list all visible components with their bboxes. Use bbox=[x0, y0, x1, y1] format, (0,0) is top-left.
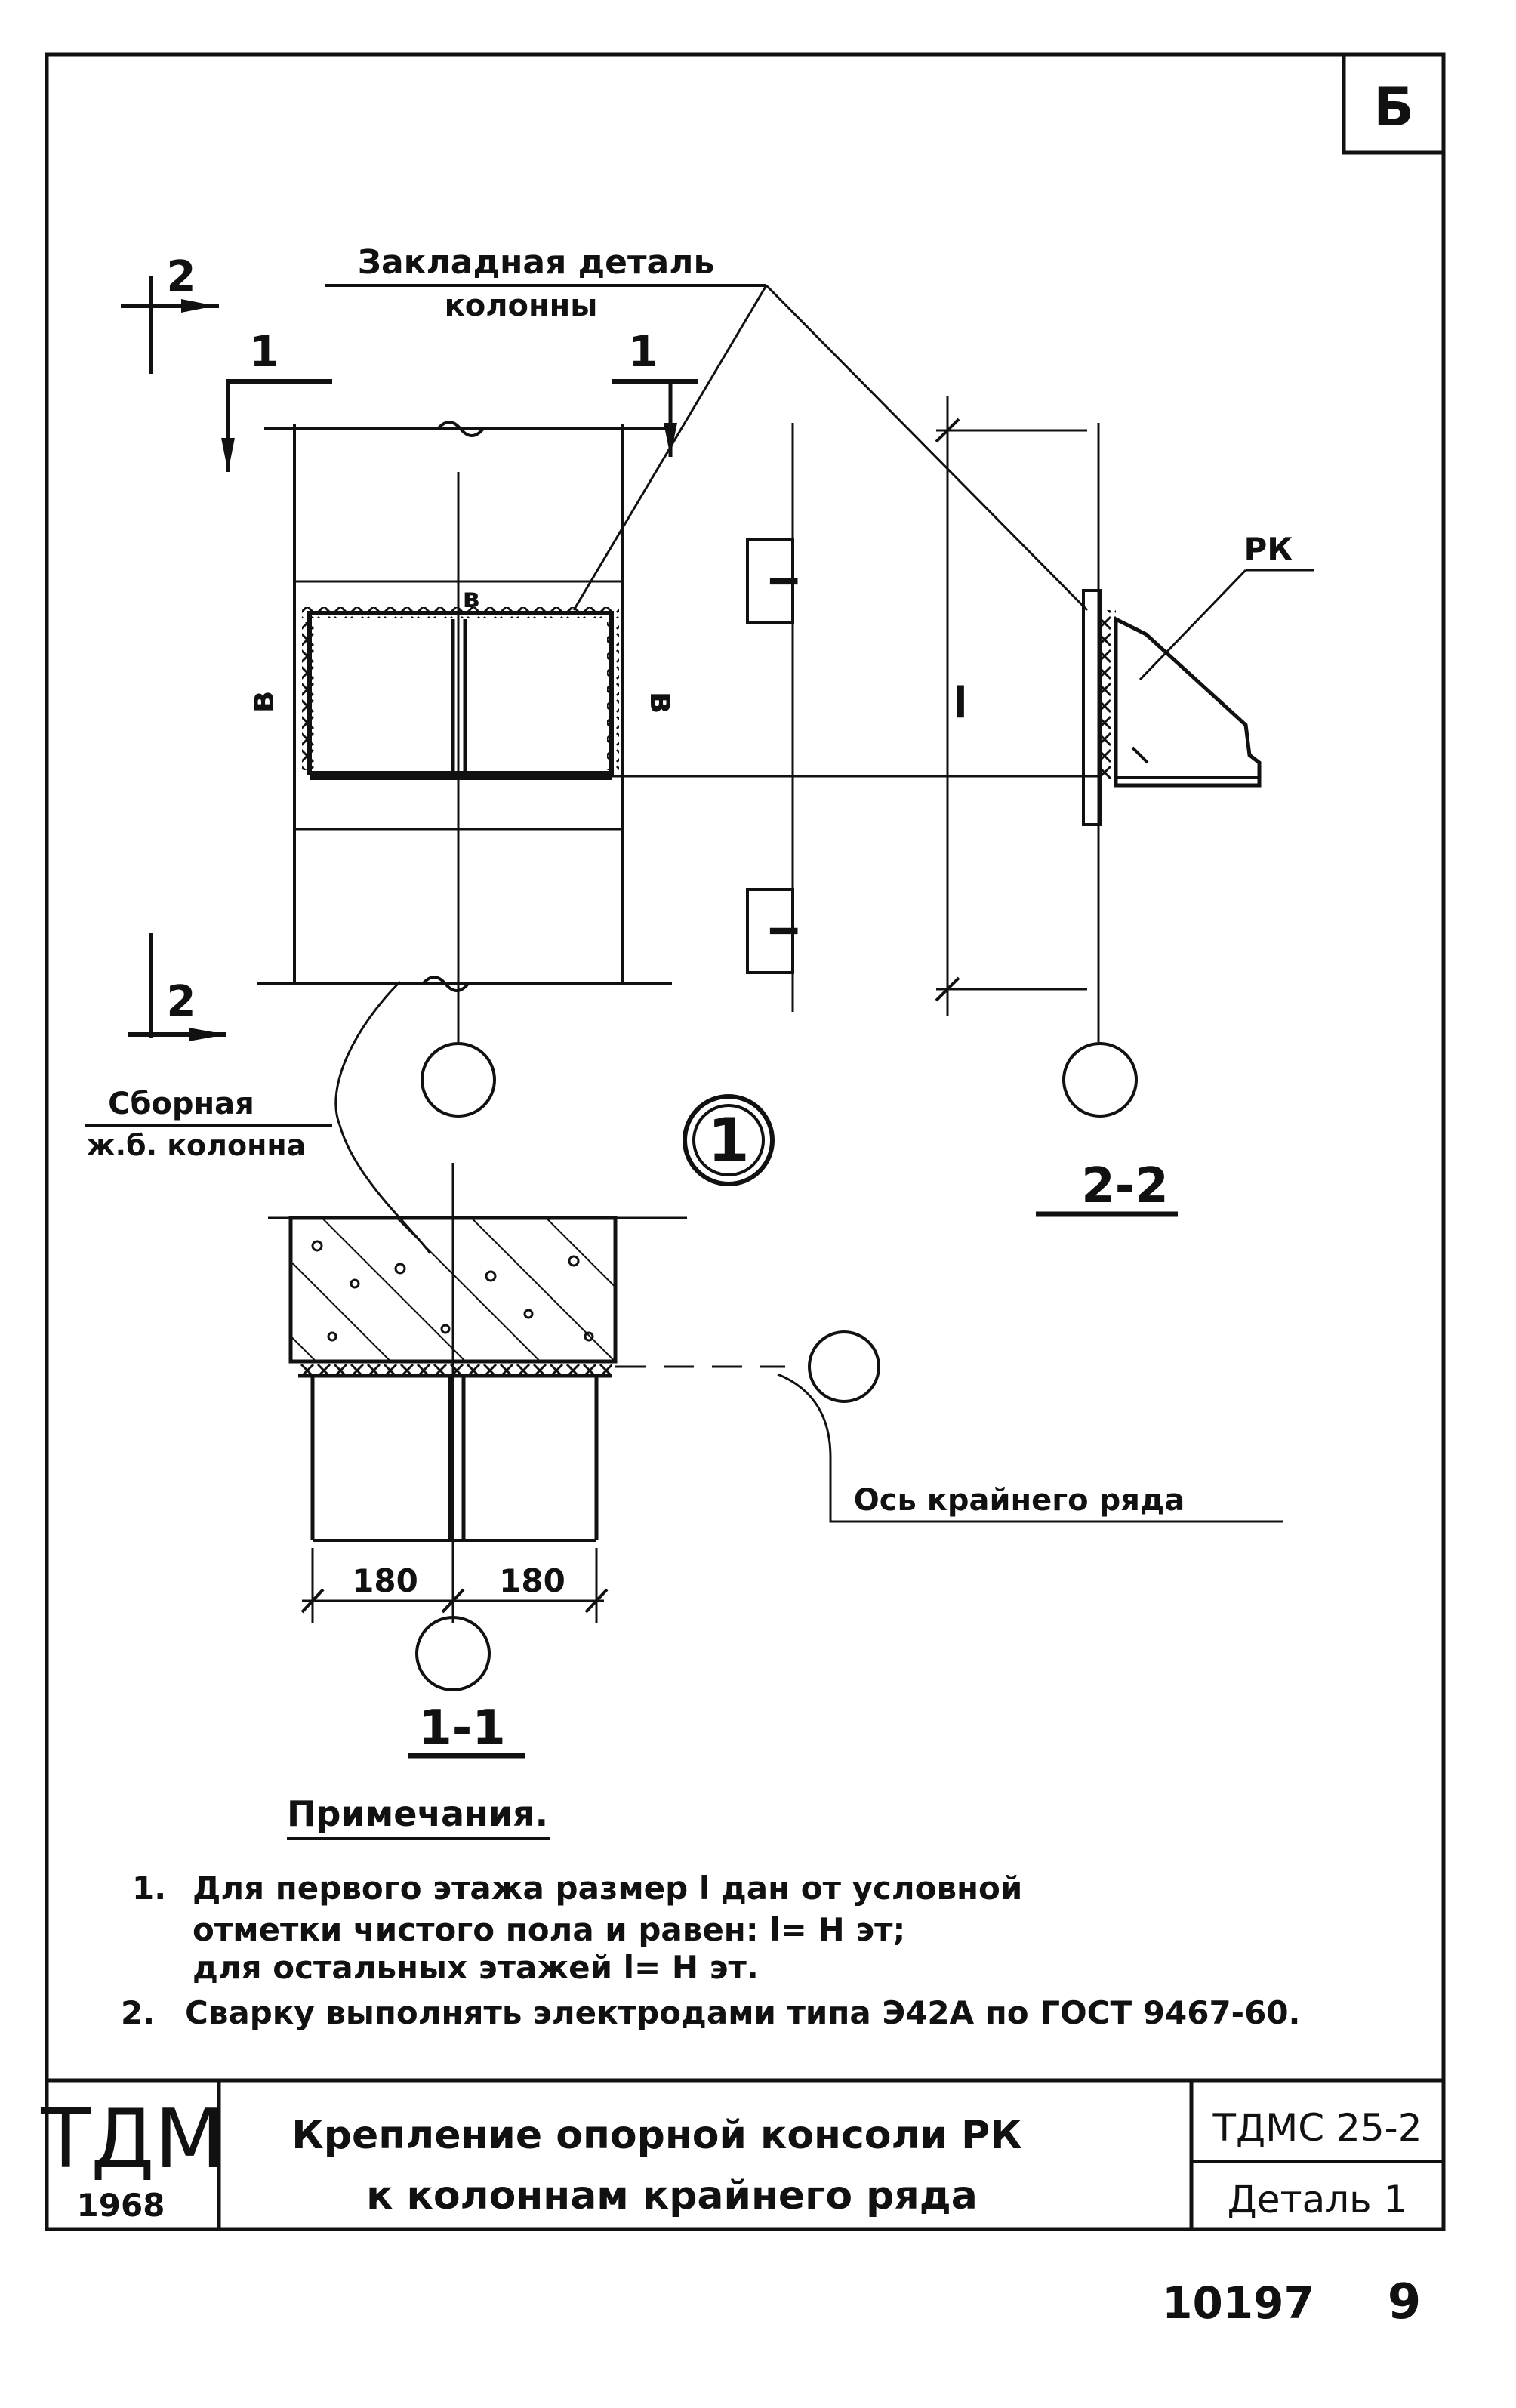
section-mark-1-left-label: 1 bbox=[250, 328, 279, 377]
dim-l-label: l bbox=[953, 679, 967, 728]
column-label-1: Сборная bbox=[108, 1087, 254, 1121]
sheet-code-box: Б bbox=[1342, 52, 1446, 155]
org-logo: ТДМ bbox=[40, 2092, 225, 2187]
section-mark-2-top-label: 2 bbox=[167, 252, 196, 301]
note-1-line3: для остальных этажей l= H эт. bbox=[193, 1949, 759, 1986]
title-line-1: Крепление опорной консоли РК bbox=[291, 2113, 1022, 2158]
note-2-line1: Сварку выполнять электродами типа Э42А п… bbox=[185, 1994, 1301, 2031]
dim-box-lower: l bbox=[746, 888, 803, 974]
drawing-code: ТДМС 25-2 bbox=[1212, 2106, 1422, 2150]
dim-b-right: в bbox=[642, 691, 683, 713]
title-block: ТДМ 1968 Крепление опорной консоли РК к … bbox=[40, 2078, 1444, 2229]
dim-box-lower-label: l bbox=[761, 925, 803, 937]
org-year: 1968 bbox=[77, 2187, 165, 2224]
title-line-2: к колоннам крайнего ряда bbox=[366, 2173, 978, 2218]
archive-number: 10197 bbox=[1162, 2277, 1314, 2329]
page-number: 9 bbox=[1388, 2274, 1422, 2330]
dim-180-right: 180 bbox=[499, 1562, 565, 1599]
section-22-title: 2-2 bbox=[1081, 1158, 1169, 1214]
axis-circle-top bbox=[421, 1042, 496, 1118]
dim-b-top: в bbox=[463, 583, 480, 614]
note-1-line2: отметки чистого пола и равен: l= H эт; bbox=[193, 1911, 905, 1948]
axis-circle-22 bbox=[1062, 1042, 1138, 1118]
section-mark-1-right-label: 1 bbox=[629, 328, 658, 377]
axis-circle-11 bbox=[415, 1616, 491, 1691]
column-label-2: ж.б. колонна bbox=[87, 1129, 306, 1162]
section-mark-1-right: 1 bbox=[612, 328, 698, 457]
note-1-num: 1. bbox=[132, 1870, 166, 1907]
notes: Примечания. 1. Для первого этажа размер … bbox=[121, 1793, 1301, 2031]
sheet-code-text: Б bbox=[1373, 76, 1413, 138]
node-number: 1 bbox=[707, 1105, 750, 1176]
node-marker: 1 bbox=[683, 1094, 775, 1186]
detail-label: Деталь 1 bbox=[1228, 2178, 1408, 2221]
axis-label: Ось крайнего ряда bbox=[854, 1483, 1185, 1518]
section-1-1: 180 180 Ось крайнего ряда 1-1 bbox=[268, 1163, 1283, 1759]
note-1-line1: Для первого этажа размер l дан от условн… bbox=[193, 1870, 1022, 1907]
section-mark-2-top: 2 bbox=[121, 252, 219, 374]
rk-label: РК bbox=[1243, 531, 1293, 568]
sheet-frame bbox=[45, 52, 1446, 2231]
section-mark-2-bottom-label: 2 bbox=[167, 977, 196, 1026]
section-2-2: l РК 2-2 bbox=[935, 396, 1314, 1217]
embedded-part-callout: Закладная деталь колонны bbox=[325, 243, 1089, 612]
notes-title: Примечания. bbox=[287, 1793, 548, 1834]
section-11-title: 1-1 bbox=[418, 1700, 506, 1756]
dim-180-left: 180 bbox=[352, 1562, 418, 1599]
dim-b-left: в bbox=[241, 691, 282, 713]
dim-box-upper-label: l bbox=[761, 575, 803, 587]
section-mark-1-left: 1 bbox=[221, 328, 332, 472]
section-mark-2-bottom: 2 bbox=[128, 933, 226, 1041]
embedded-part-label-1: Закладная деталь bbox=[358, 243, 715, 282]
column-callout: Сборная ж.б. колонна bbox=[85, 980, 432, 1254]
front-view: в в в bbox=[241, 421, 1102, 1118]
note-2-num: 2. bbox=[121, 1994, 155, 2031]
embedded-part-label-2: колонны bbox=[445, 288, 598, 323]
axis-circle-row bbox=[808, 1330, 880, 1403]
